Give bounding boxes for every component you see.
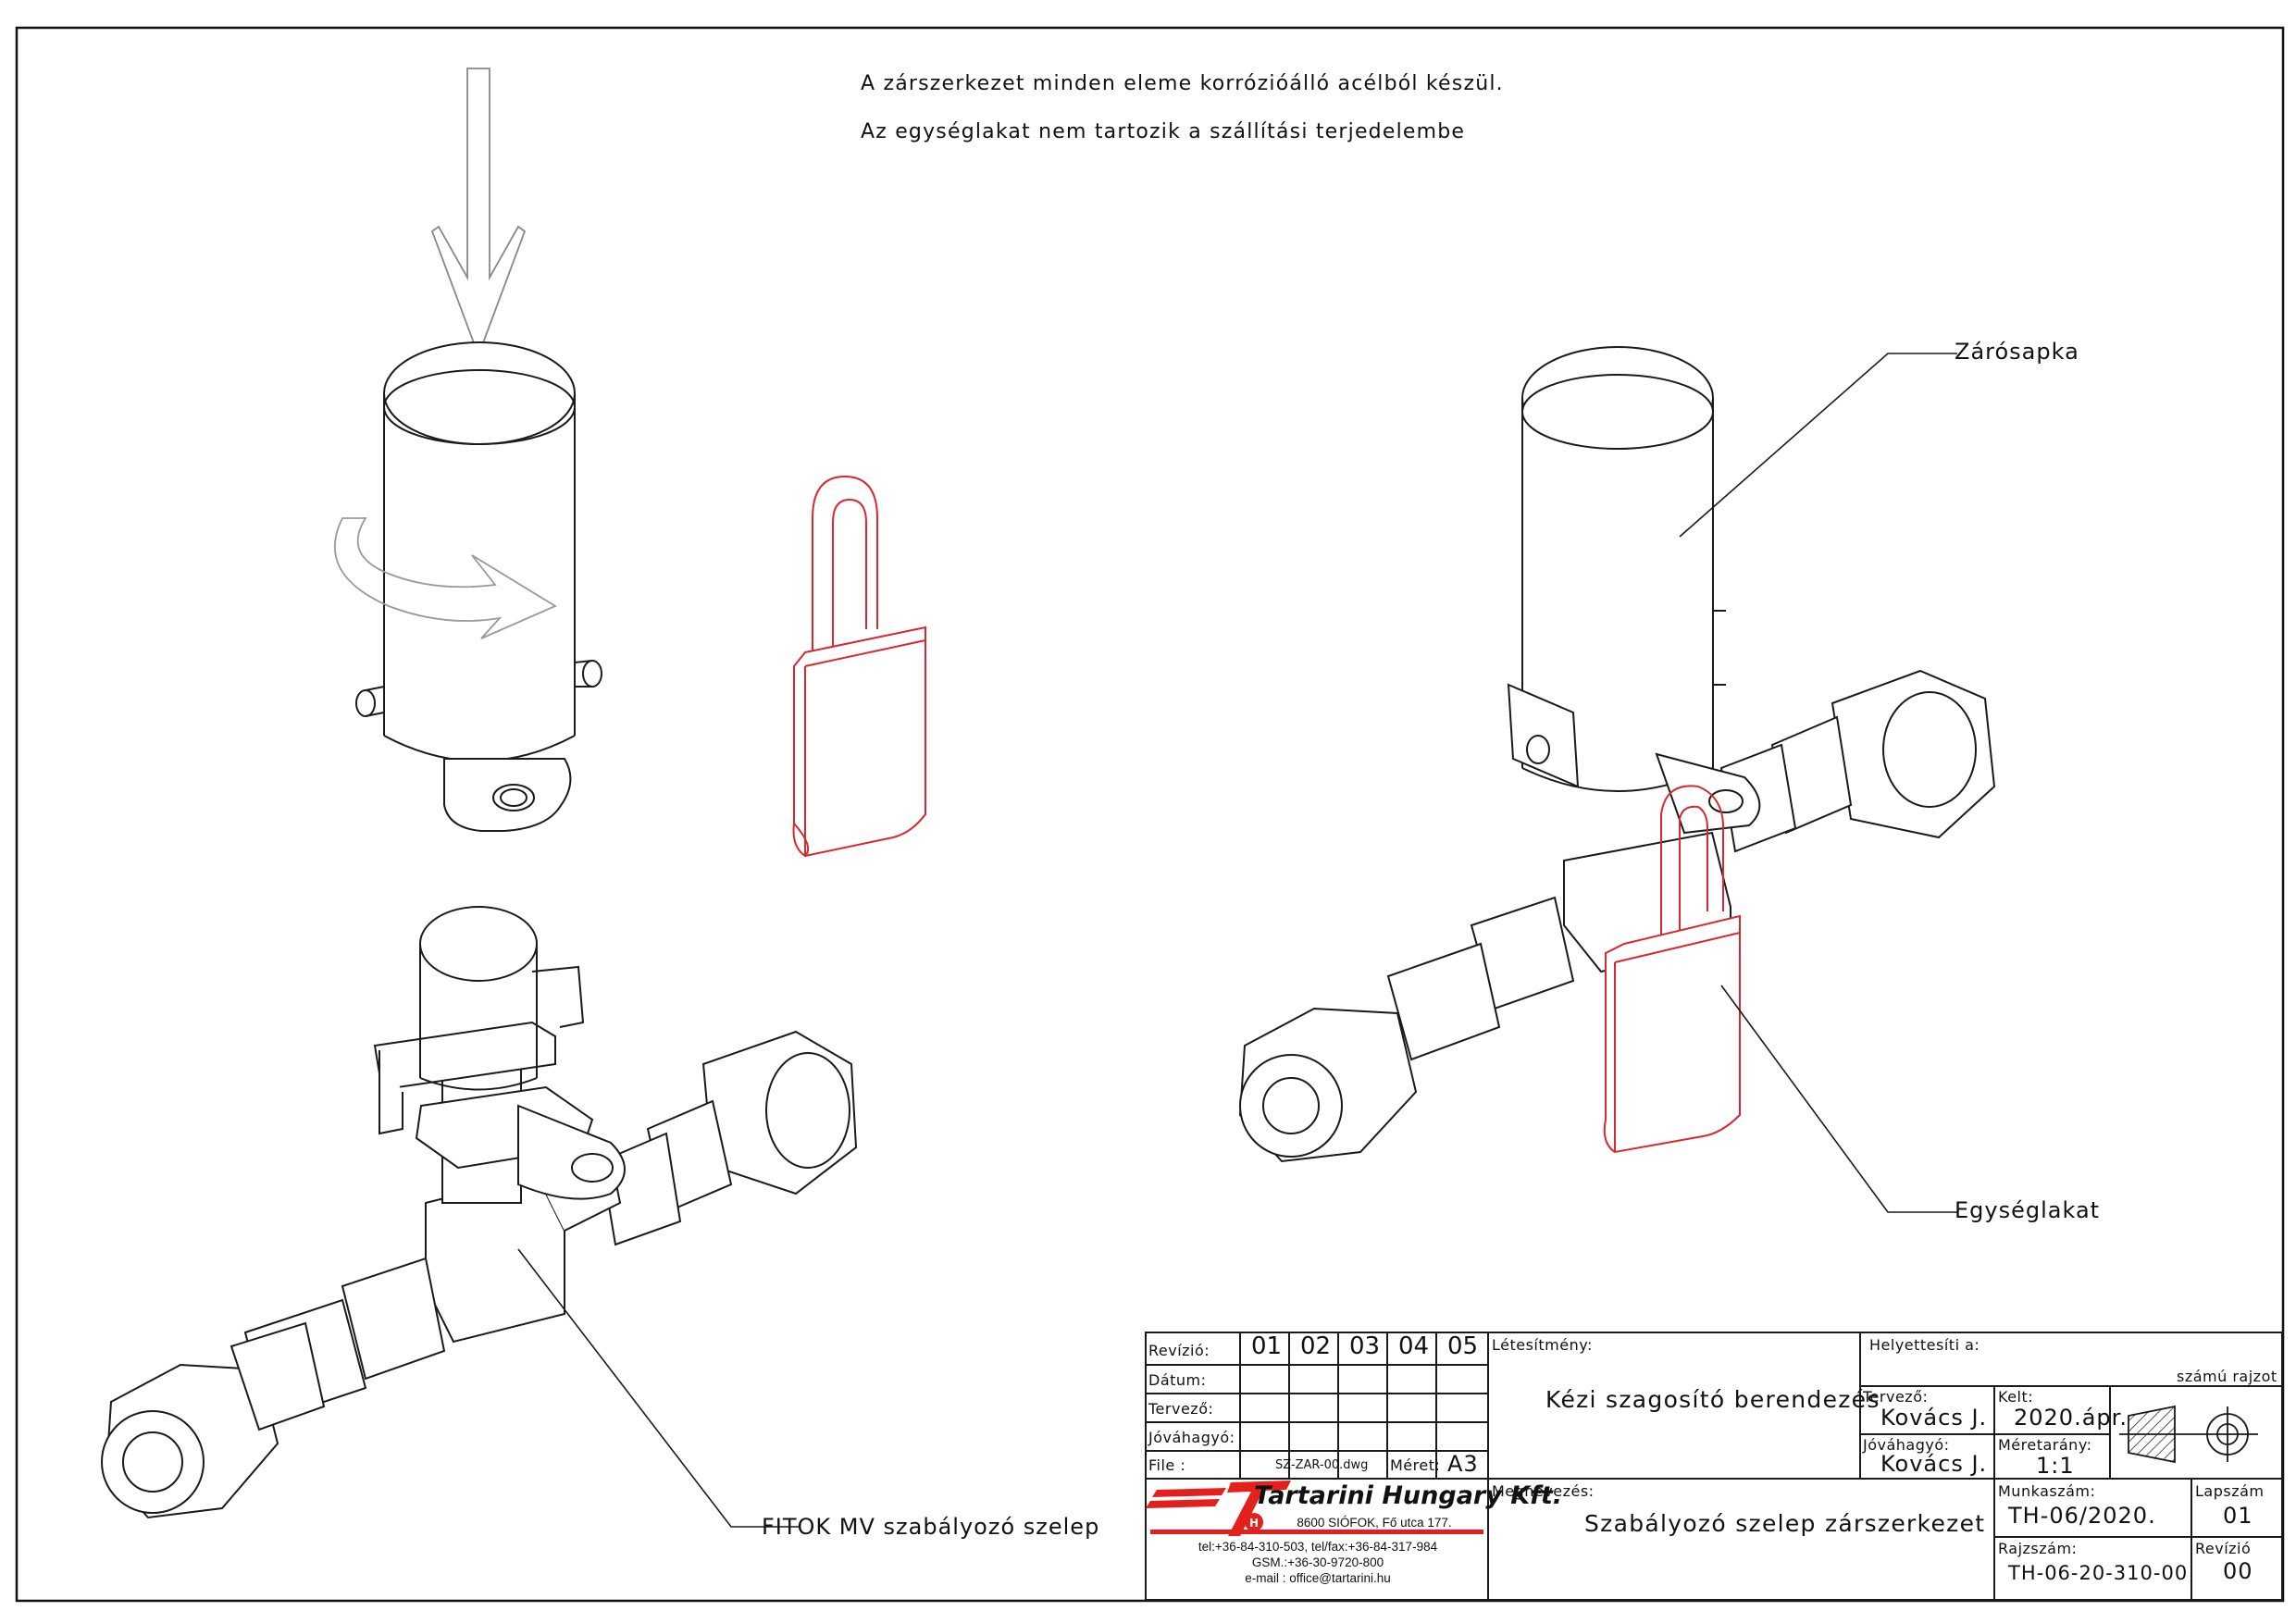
designer-value: Kovács J. xyxy=(1880,1405,1988,1431)
valve-left-view xyxy=(101,906,858,1519)
padlock-assembled xyxy=(1603,785,1741,1154)
file-name: SZ-ZAR-00.dwg xyxy=(1275,1458,1369,1472)
note-padlock-scope: Az egységlakat nem tartozik a szállítási… xyxy=(861,120,1466,143)
drawing-number-value: TH-06-20-310-00 xyxy=(2008,1562,2189,1584)
job-value: TH-06/2020. xyxy=(2008,1503,2156,1529)
company-name: Tartarini Hungary Kft. xyxy=(1254,1481,1563,1510)
sheet-label: Lapszám xyxy=(2195,1482,2265,1500)
replaces-label: Helyettesíti a: xyxy=(1869,1336,1980,1354)
scale-label: Méretarány: xyxy=(1998,1436,2092,1454)
facility-label: Létesítmény: xyxy=(1492,1336,1593,1354)
designer-label: Tervező: xyxy=(1863,1388,1929,1406)
leader-lines xyxy=(517,353,1957,1528)
sheet-value: 01 xyxy=(2223,1503,2253,1529)
facility-value: Kézi szagosító berendezés xyxy=(1545,1386,1880,1413)
approver-value: Kovács J. xyxy=(1880,1451,1988,1477)
revision-value: 00 xyxy=(2223,1558,2253,1584)
company-phone: tel:+36-84-310-503, tel/fax:+36-84-317-9… xyxy=(1198,1540,1438,1554)
cap-exploded-view xyxy=(333,68,602,832)
callout-padlock: Egységlakat xyxy=(1955,1197,2101,1223)
note-material: A zárszerkezet minden eleme korrózióálló… xyxy=(861,72,1504,95)
size-value: A3 xyxy=(1447,1451,1479,1477)
approver-label: Jóváhagyó: xyxy=(1863,1436,1950,1454)
revision-col-05: 05 xyxy=(1447,1332,1479,1360)
name-label: Megnevezés: xyxy=(1492,1482,1595,1500)
date-value: 2020.ápr. xyxy=(2014,1405,2128,1431)
padlock-exploded-view xyxy=(792,475,926,858)
svg-text:H: H xyxy=(1249,1517,1259,1530)
revision-label: Revízió: xyxy=(1148,1342,1210,1359)
drawing-number-label: Rajzszám: xyxy=(1998,1540,2078,1557)
revision-col-03: 03 xyxy=(1349,1332,1381,1360)
approver-row-label: Jóváhagyó: xyxy=(1148,1429,1235,1446)
file-row-label: File : xyxy=(1148,1456,1186,1474)
revision-short-label: Revízió xyxy=(2195,1540,2252,1557)
scale-value: 1:1 xyxy=(2036,1453,2075,1479)
job-label: Munkaszám: xyxy=(1998,1482,2096,1500)
drawing-ref-suffix: számú rajzot xyxy=(2177,1368,2277,1385)
callout-valve: FITOK MV szabályozó szelep xyxy=(762,1514,1100,1540)
revision-col-02: 02 xyxy=(1300,1332,1332,1360)
rotate-arrow-icon xyxy=(333,517,557,639)
revision-col-01: 01 xyxy=(1251,1332,1283,1360)
company-gsm: GSM.:+36-30-9720-800 xyxy=(1251,1555,1384,1569)
size-label: Méret: xyxy=(1390,1456,1441,1474)
date-row-label: Dátum: xyxy=(1148,1371,1207,1389)
projection-symbol-icon xyxy=(2119,1405,2258,1464)
callout-cap: Zárósapka xyxy=(1955,339,2079,365)
company-email: e-mail : office@tartarini.hu xyxy=(1245,1571,1391,1585)
company-address: 8600 SIÓFOK, Fő utca 177. xyxy=(1297,1516,1452,1530)
designer-row-label: Tervező: xyxy=(1148,1400,1214,1418)
revision-col-04: 04 xyxy=(1398,1332,1430,1360)
date-label: Kelt: xyxy=(1998,1388,2034,1406)
tartarini-logo-icon: H xyxy=(1146,1481,1483,1536)
down-arrow-icon xyxy=(430,68,527,358)
name-value: Szabályozó szelep zárszerkezet xyxy=(1584,1510,1986,1537)
title-block-grid xyxy=(1145,1332,2283,1601)
